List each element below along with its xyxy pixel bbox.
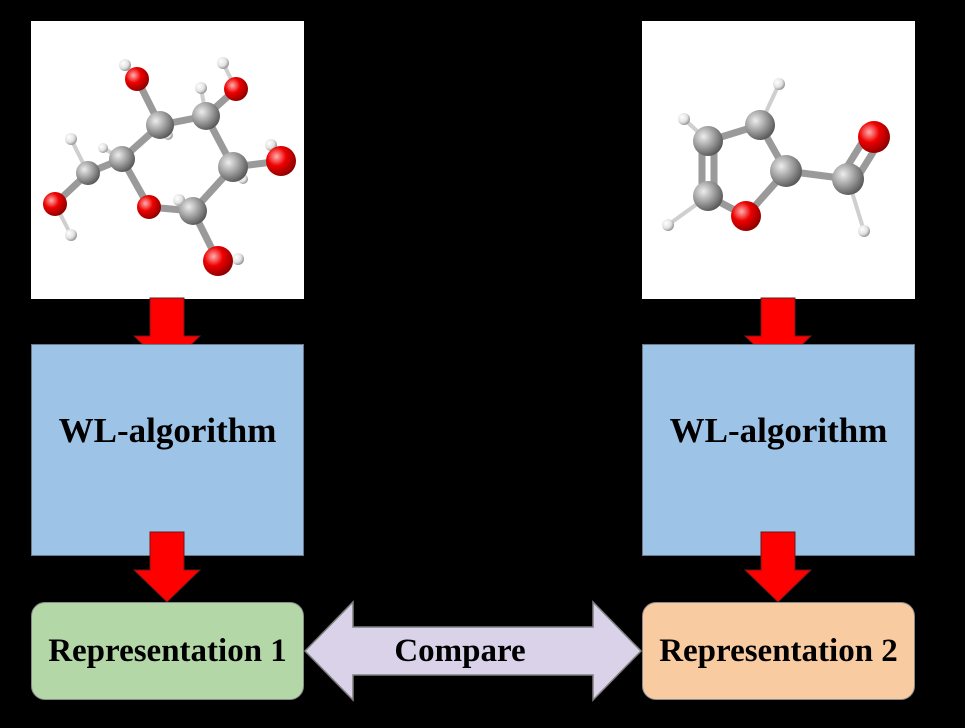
left-wl-algorithm-label: WL-algorithm xyxy=(58,411,277,450)
right-molecule-panel xyxy=(642,21,915,299)
left-wl-algorithm-box: WL-algorithm xyxy=(31,344,304,556)
left-down-arrow-2 xyxy=(132,531,202,603)
compare-label: Compare xyxy=(394,633,526,669)
representation-2-label: Representation 2 xyxy=(659,632,898,669)
left-molecule-panel xyxy=(31,21,304,299)
compare-double-arrow xyxy=(303,600,643,702)
representation-1-label: Representation 1 xyxy=(48,632,287,669)
representation-2-box: Representation 2 xyxy=(642,602,915,700)
furfural-ball-and-stick-icon xyxy=(662,78,890,237)
right-down-arrow-2 xyxy=(743,531,813,603)
glucose-ball-and-stick-icon xyxy=(43,57,296,276)
right-wl-algorithm-box: WL-algorithm xyxy=(642,344,915,556)
representation-1-box: Representation 1 xyxy=(31,602,304,700)
right-wl-algorithm-label: WL-algorithm xyxy=(669,411,888,450)
